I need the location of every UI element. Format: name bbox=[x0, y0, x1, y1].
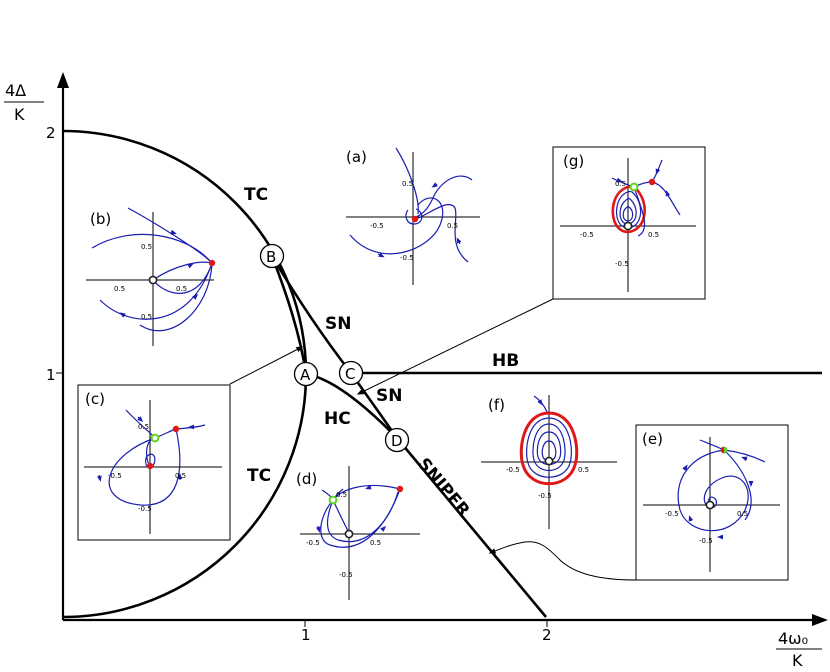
phase-portrait-f: (f) -0.5 0.5 -0.5 bbox=[481, 395, 617, 529]
point-c-label: C bbox=[345, 365, 355, 383]
point-d-marker bbox=[384, 427, 410, 453]
panel-e-tick-3: -0.5 bbox=[699, 537, 713, 545]
panel-a-tick-3: 0.5 bbox=[447, 222, 458, 230]
panel-g-tick-4: -0.5 bbox=[615, 260, 629, 268]
panel-c-tick-2: -0.5 bbox=[108, 472, 122, 480]
panel-g-tick-2: -0.5 bbox=[580, 231, 594, 239]
point-a-marker bbox=[293, 361, 319, 387]
y-tick-label-2: 2 bbox=[46, 124, 56, 142]
panel-d-tick-1: 0.5 bbox=[336, 491, 347, 499]
panel-c-tick-1: 0.5 bbox=[138, 423, 149, 431]
y-axis-label-den: K bbox=[14, 105, 25, 124]
hb-label: HB bbox=[492, 351, 519, 371]
x-axis-label-num: 4ω₀ bbox=[778, 629, 808, 648]
phase-portrait-c: (c) 0.5 -0.5 0.5 -0.5 bbox=[84, 390, 222, 534]
panel-c-tick-4: -0.5 bbox=[138, 505, 152, 513]
panel-b-tick-2: 0.5 bbox=[114, 285, 125, 293]
hc-label: HC bbox=[324, 409, 351, 429]
panel-d-tick-4: -0.5 bbox=[339, 571, 353, 579]
sn-label-upper: SN bbox=[325, 314, 351, 334]
point-b-label: B bbox=[266, 248, 276, 266]
panel-f-tick-3: -0.5 bbox=[538, 492, 552, 500]
point-b-marker bbox=[259, 243, 285, 269]
y-axis-arrow bbox=[57, 72, 69, 88]
x-tick-label-2: 2 bbox=[542, 626, 552, 644]
point-d-label: D bbox=[391, 432, 403, 450]
tc-curve bbox=[62, 129, 308, 619]
panel-a-tick-4: -0.5 bbox=[400, 254, 414, 262]
phase-portrait-g: (g) 0.5 -0.5 0.5 -0.5 bbox=[560, 152, 696, 292]
x-axis-arrow bbox=[812, 614, 828, 626]
panel-g-tick-3: 0.5 bbox=[648, 231, 659, 239]
panel-g-label: (g) bbox=[563, 152, 584, 170]
tc-label-upper: TC bbox=[244, 185, 268, 205]
panel-f-tick-2: 0.5 bbox=[578, 466, 589, 474]
x-tick-label-1: 1 bbox=[301, 626, 311, 644]
panel-a-tick-1: 0.5 bbox=[402, 180, 413, 188]
sn-label-lower: SN bbox=[376, 386, 402, 406]
panel-b-tick-1: 0.5 bbox=[141, 243, 152, 251]
pointer-g-to-c bbox=[356, 298, 554, 395]
pointer-e-to-sniper bbox=[488, 541, 637, 581]
panel-c-label: (c) bbox=[85, 390, 105, 408]
panel-d-label: (d) bbox=[296, 470, 317, 488]
panel-d-tick-3: 0.5 bbox=[370, 539, 381, 547]
phase-portrait-e: (e) -0.5 0.5 -0.5 bbox=[642, 430, 780, 572]
y-axis-label-num: 4Δ bbox=[5, 81, 26, 100]
point-c-marker bbox=[338, 360, 364, 386]
panel-e-tick-1: -0.5 bbox=[665, 510, 679, 518]
point-a-label: A bbox=[300, 366, 311, 384]
panel-b-tick-3: 0.5 bbox=[176, 285, 187, 293]
panel-e-tick-2: 0.5 bbox=[737, 510, 748, 518]
phase-portrait-b: (b) 0.5 0.5 0.5 0.5 bbox=[86, 207, 216, 346]
sniper-label: SNIPER bbox=[413, 454, 473, 520]
panel-a-label: (a) bbox=[346, 148, 367, 166]
sn-curve-left bbox=[270, 255, 308, 375]
phase-portrait-d: (d) 0.5 -0.5 0.5 -0.5 bbox=[296, 466, 420, 600]
panel-b-label: (b) bbox=[90, 210, 111, 228]
tc-label-lower: TC bbox=[247, 466, 271, 486]
panel-g-tick-1: 0.5 bbox=[615, 180, 626, 188]
y-tick-label-1: 1 bbox=[46, 366, 56, 384]
panel-c-tick-3: 0.5 bbox=[175, 472, 186, 480]
pointer-c-to-a bbox=[229, 346, 304, 385]
sniper-curve bbox=[396, 437, 547, 618]
phase-portrait-a: (a) 0.5 -0.5 0.5 -0.5 bbox=[346, 147, 480, 285]
panel-d-tick-2: -0.5 bbox=[306, 539, 320, 547]
panel-f-label: (f) bbox=[488, 396, 505, 414]
x-axis-label-den: K bbox=[792, 651, 803, 670]
panel-e-label: (e) bbox=[642, 430, 663, 448]
panel-f-tick-1: -0.5 bbox=[506, 466, 520, 474]
panel-b-tick-4: 0.5 bbox=[141, 313, 152, 321]
panel-a-tick-2: -0.5 bbox=[370, 222, 384, 230]
